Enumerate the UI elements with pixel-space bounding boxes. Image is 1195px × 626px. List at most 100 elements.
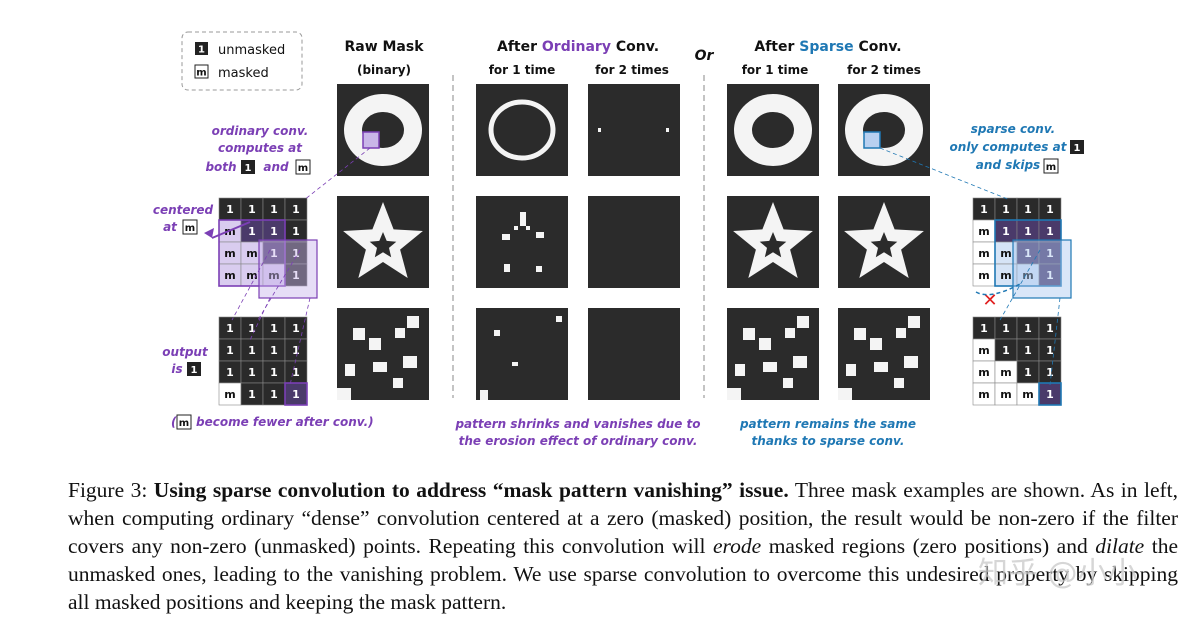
kernel-window [218,219,286,287]
note-centered-masked-swatch [182,219,198,235]
star-remnant-4 [536,266,542,272]
square-blob-2 [797,316,809,328]
grid-cell-text: 1 [270,366,278,379]
grid-cell-text: 1 [1024,322,1032,335]
note-sparse-line3: and skips [976,158,1040,172]
mask-panel-r2-c3 [588,196,680,288]
note-ordinary-both: both [205,160,236,174]
mask-panel-r3-c1 [337,308,429,400]
grid-cell-text: m [978,269,989,282]
left-conv-grids: 1111m111mm11mmm1111111111111m111 [204,147,371,406]
legend-masked-swatch [194,64,209,79]
figure-caption: Figure 3: Using sparse convolution to ad… [68,476,1178,616]
header-ordinary-1-time: for 1 time [489,63,556,77]
star-shape-hole [369,232,397,258]
grid-cell-text: m [978,388,989,401]
grid-cell-text: 1 [292,203,300,216]
square-blob-5 [763,362,777,372]
grid-cell-text: m [1000,366,1011,379]
header-raw-mask: Raw Mask [344,39,424,55]
square-blob-1 [759,338,771,350]
grid-cell-text: 1 [292,366,300,379]
note-ordinary-line2: computes at [218,141,303,155]
square-remnant-3 [480,390,488,400]
left-arrow-head [204,228,214,238]
grid-cell-text: 1 [1024,344,1032,357]
panel-background [476,196,568,288]
square-remnant-2 [512,362,518,366]
grid-cell-text: m [246,269,257,282]
grid-cell-text: 1 [1046,344,1054,357]
grid-cell-text: 1 [980,322,988,335]
grid-cell-text: 1 [1024,203,1032,216]
right-guide-line [879,147,1011,201]
star-remnant-5 [514,226,518,230]
star-shape-hole [870,232,898,258]
star-shape-hole [759,232,787,258]
ring-shape-thin [488,99,556,161]
grid-cell-text: 1 [1046,366,1054,379]
mask-panel-r1-c2 [476,84,568,176]
star-remnant-0 [520,212,526,226]
note-output-is: is [171,362,182,376]
ring-remnant-dot [598,128,601,132]
note-ordinary-line1: ordinary conv. [212,124,309,138]
grid-cell-text: 1 [270,388,278,401]
grid-cell-text: m [224,247,235,260]
ring-remnant-dot [666,128,669,132]
note-unmasked-glyph: 1 [245,163,252,174]
star-remnant-1 [502,234,510,240]
square-blob-7 [783,378,793,388]
note-ordinary-and: and [263,160,289,174]
note-remain-line2: thanks to sparse conv. [752,434,905,448]
mask-panel-r3-c2 [476,308,568,400]
square-blob-6 [793,356,807,368]
note-masked-glyph: m [298,163,308,174]
right-kernel-overlay [1012,239,1072,299]
mask-panel-r2-c1 [337,196,429,288]
grid-cell-text: 1 [980,203,988,216]
mask-panel-r1-c4 [727,84,819,176]
grid-cell-text: m [1022,269,1033,282]
note-sparse-masked-swatch [1043,158,1059,174]
square-blob-4 [846,364,856,376]
square-blob-7 [894,378,904,388]
square-remnant-1 [556,316,562,322]
right-guide-line [1049,297,1061,386]
note-sparse-unmasked-swatch [1070,140,1084,154]
square-blob-0 [854,328,866,340]
grid-cell-text: m [978,366,989,379]
right-conv-grids: 1111m111mm11mmm11111m111mm11mmm1 [879,147,1072,406]
legend-unmasked-swatch [195,42,208,55]
square-blob-3 [785,328,795,338]
mask-panel-r3-c3 [588,308,680,400]
note-remain-line1: pattern remains the same [739,417,916,431]
grid-cell-text: 1 [270,203,278,216]
legend-unmasked-glyph: 1 [198,45,205,56]
grid-cell-text: 1 [248,225,256,238]
grid-cell-text: 1 [248,203,256,216]
square-blob-4 [735,364,745,376]
grid-cell-text: m [978,344,989,357]
caption-text-1: Three mask examples are shown. As in lef… [68,478,1178,558]
panel-background [588,196,680,288]
grid-cell-text: 1 [248,344,256,357]
square-blob-1 [369,338,381,350]
grid-cell-text: 1 [292,225,300,238]
header-sparse-1-time: for 1 time [742,63,809,77]
header-after-ordinary: After Ordinary Conv. [497,39,659,55]
grid-cell-text: 1 [1046,322,1054,335]
grid-cell-text: 1 [226,366,234,379]
header-sparse-2-times: for 2 times [847,63,921,77]
cross-icon: ✕ [982,290,997,311]
grid-cell-text: m [268,269,279,282]
header-sparse-word: Sparse [799,39,853,55]
grid-cell-text: m [224,388,235,401]
grid-cell-text: 1 [1024,247,1032,260]
header-sparse-title: After Sparse Conv. [754,39,901,55]
square-blob-1 [870,338,882,350]
square-blob-6 [904,356,918,368]
